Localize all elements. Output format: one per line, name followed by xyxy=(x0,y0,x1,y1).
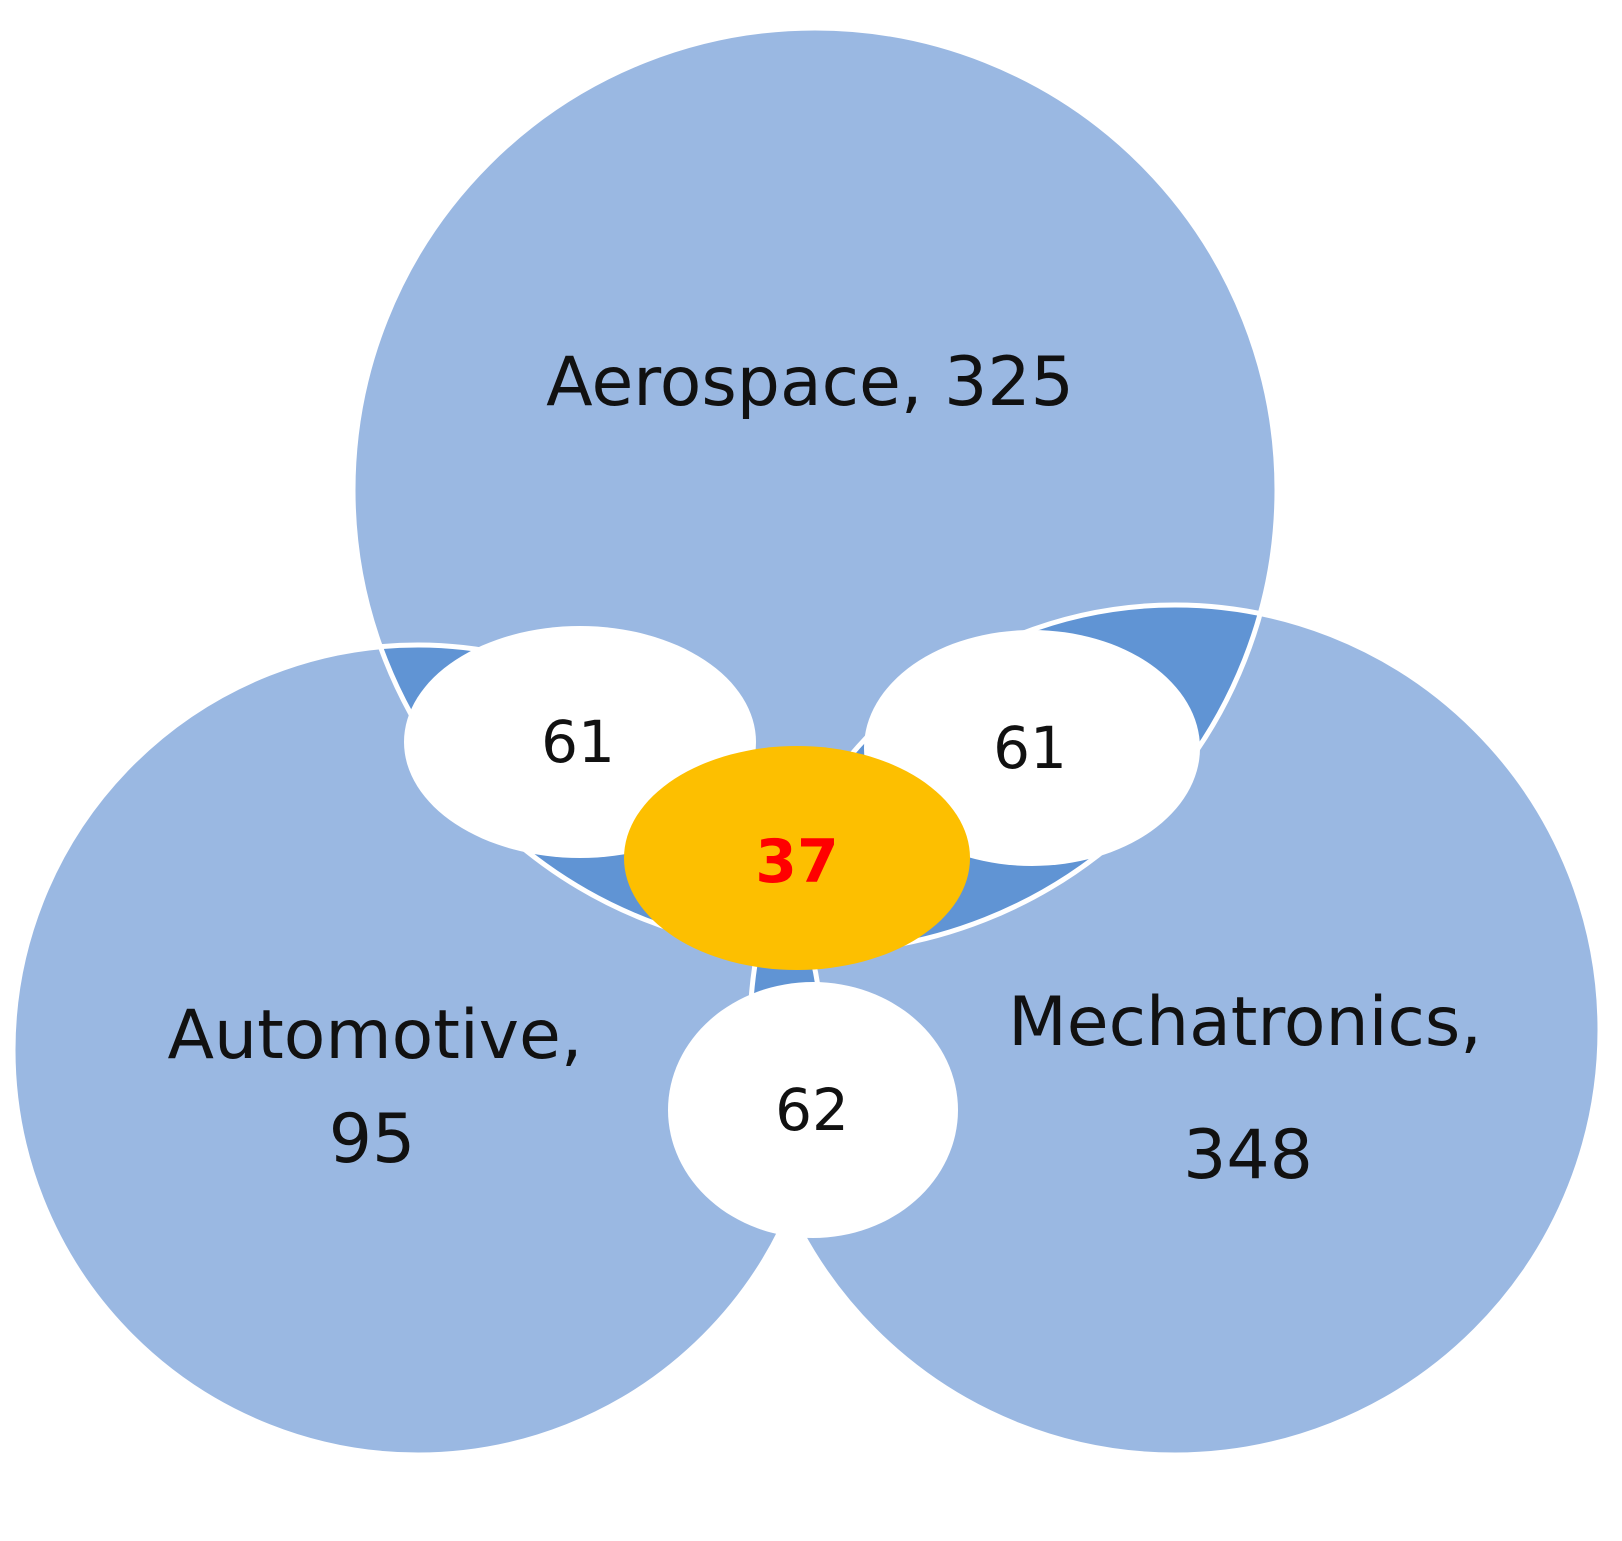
automotive-label-line2: 95 xyxy=(329,1100,416,1179)
automotive-mechatronics-count: 62 xyxy=(775,1076,849,1144)
all-three-count: 37 xyxy=(755,827,839,897)
all-three-ellipse xyxy=(624,746,970,970)
automotive-label-line1: Automotive, xyxy=(168,996,583,1075)
mechatronics-label-line2: 348 xyxy=(1183,1116,1313,1195)
mechatronics-label-line1: Mechatronics, xyxy=(1008,983,1482,1062)
aerospace-mechatronics-count: 61 xyxy=(993,714,1067,782)
aerospace-automotive-count: 61 xyxy=(541,708,615,776)
automotive-mechatronics-ellipse xyxy=(668,982,958,1238)
aerospace-label: Aerospace, 325 xyxy=(546,343,1074,422)
